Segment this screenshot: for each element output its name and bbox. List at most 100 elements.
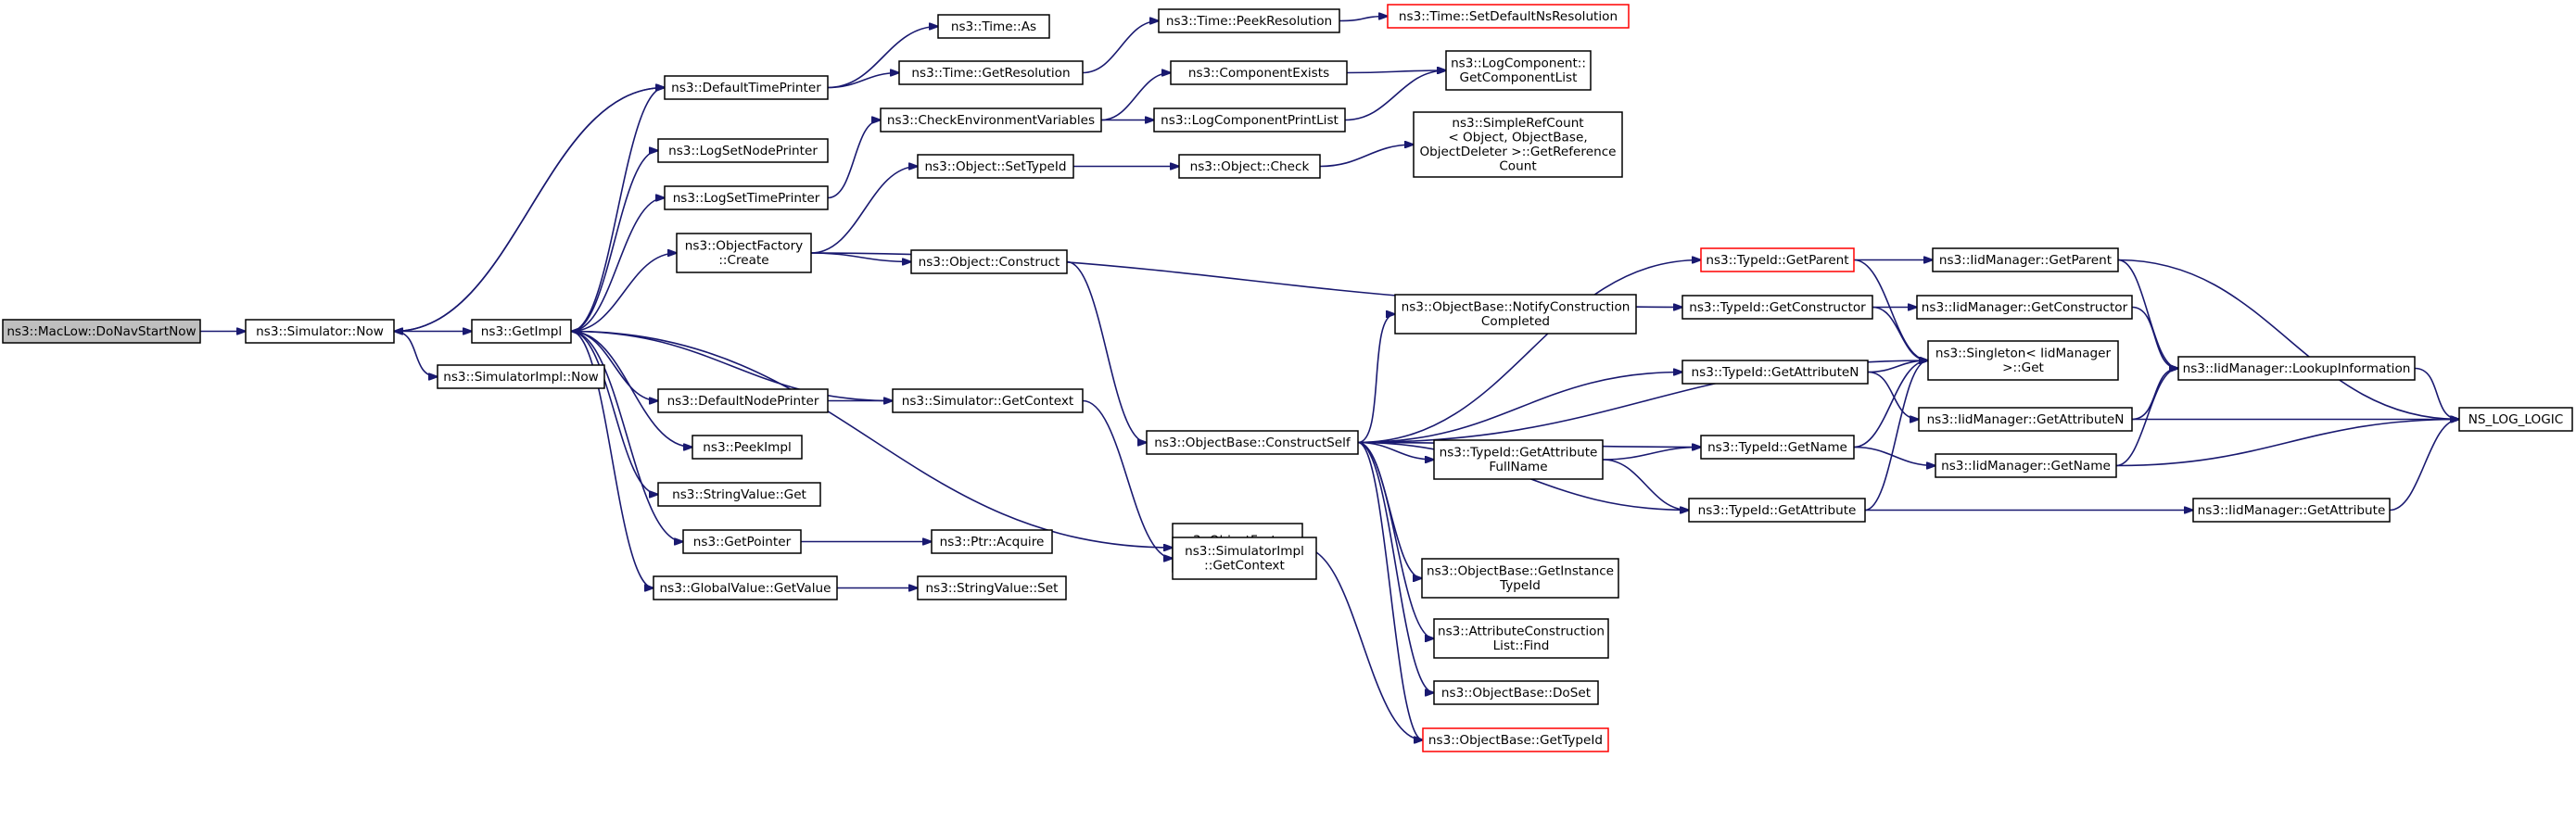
function-node[interactable]: ns3::GetImpl	[471, 319, 572, 344]
function-node-label: ns3::Object::SetTypeId	[924, 159, 1066, 174]
function-node[interactable]: ns3::Simulator::Now	[245, 319, 395, 344]
function-node[interactable]: ns3::Simulator::GetContext	[892, 388, 1084, 413]
function-node[interactable]: ns3::TypeId::GetAttributeN	[1681, 360, 1869, 385]
call-edge-getimpl-to-ofcreate	[570, 253, 677, 333]
function-node[interactable]: ns3::Object::Construct	[910, 249, 1068, 274]
function-node[interactable]: ns3::TypeId::GetParent	[1700, 247, 1855, 272]
function-node[interactable]: ns3::CheckEnvironmentVariables	[880, 107, 1102, 133]
function-node-box	[1935, 453, 2117, 478]
function-node[interactable]: ns3::IidManager::LookupInformation	[2177, 356, 2416, 381]
call-edge-cev-to-compexists	[1100, 73, 1171, 121]
function-node[interactable]: ns3::Time::PeekResolution	[1158, 8, 1340, 33]
function-node[interactable]: ns3::ObjectBase::GetTypeId	[1422, 727, 1609, 752]
function-node-label: ObjectDeleter >::GetReference	[1419, 145, 1616, 159]
function-node[interactable]: ns3::SimulatorImpl::GetContext	[1172, 537, 1317, 580]
function-node[interactable]: ns3::LogComponent::GetComponentList	[1445, 50, 1592, 91]
function-node-label: ns3::ObjectFactory	[685, 239, 803, 254]
function-node[interactable]: NS_LOG_LOGIC	[2458, 407, 2573, 432]
call-edge-iidgetattr-to-nslog	[2389, 420, 2459, 512]
function-node[interactable]: ns3::LogSetNodePrinter	[657, 138, 829, 163]
function-node-box	[471, 319, 572, 344]
function-node-label: ns3::CheckEnvironmentVariables	[887, 113, 1095, 128]
call-edge-iidgetparent-to-nslog	[2117, 259, 2459, 420]
function-node-box	[653, 575, 838, 600]
function-node[interactable]: ns3::ObjectBase::DoSet	[1433, 680, 1599, 705]
function-node[interactable]: ns3::Time::As	[937, 14, 1050, 39]
function-node-box	[1700, 247, 1855, 272]
function-node[interactable]: ns3::GlobalValue::GetValue	[653, 575, 838, 600]
function-node[interactable]: ns3::Object::Check	[1178, 154, 1321, 179]
call-edge-obconstructself-to-obdoset	[1357, 441, 1434, 693]
function-node[interactable]: ns3::IidManager::GetAttribute	[2192, 498, 2391, 523]
call-edge-compexists-to-lcgcl	[1346, 70, 1446, 73]
function-node-box	[2177, 356, 2416, 381]
function-node[interactable]: ns3::Time::GetResolution	[898, 60, 1084, 85]
call-edge-dtp-to-timegetres	[827, 73, 899, 89]
function-node[interactable]: ns3::Singleton< IidManager>::Get	[1927, 340, 2119, 381]
call-edge-getimpl-to-dtp	[570, 88, 665, 333]
function-node-box	[1170, 60, 1348, 85]
function-node[interactable]: ns3::Ptr::Acquire	[931, 529, 1053, 554]
function-node-box	[245, 319, 395, 344]
function-node-box	[1433, 439, 1604, 480]
call-edge-iidgetname-to-iidlookup	[2115, 369, 2178, 467]
function-node[interactable]: ns3::IidManager::GetConstructor	[1916, 295, 2133, 320]
function-node-label: ns3::Time::GetResolution	[911, 66, 1070, 81]
call-edge-obconstructself-to-tidgetattrn	[1357, 373, 1682, 444]
function-node[interactable]: ns3::IidManager::GetParent	[1932, 247, 2119, 272]
function-node[interactable]: ns3::PeekImpl	[692, 435, 803, 460]
function-node-label: ns3::ObjectBase::GetTypeId	[1428, 733, 1603, 748]
function-node[interactable]: ns3::StringValue::Set	[917, 575, 1067, 600]
function-node-box	[1927, 340, 2119, 381]
call-edge-dtp-to-simnow	[394, 86, 666, 332]
function-node-label: ns3::Simulator::GetContext	[902, 394, 1074, 409]
function-node-label: ns3::IidManager::GetAttribute	[2198, 503, 2386, 518]
function-node-label: ns3::TypeId::GetParent	[1706, 253, 1848, 268]
function-node[interactable]: ns3::SimulatorImpl::Now	[437, 364, 605, 389]
function-node[interactable]: ns3::ComponentExists	[1170, 60, 1348, 85]
function-node[interactable]: ns3::LogComponentPrintList	[1153, 107, 1346, 133]
function-node-label: ns3::ObjectBase::NotifyConstruction	[1402, 300, 1631, 315]
function-node-label: ns3::SimulatorImpl::Now	[443, 370, 599, 385]
call-edge-getimpl-to-svget	[570, 330, 658, 495]
function-node-label: ns3::SimulatorImpl	[1185, 544, 1304, 559]
function-node-box	[676, 233, 812, 273]
function-node[interactable]: ns3::IidManager::GetName	[1935, 453, 2117, 478]
function-node[interactable]: ns3::Time::SetDefaultNsResolution	[1387, 4, 1630, 29]
function-node-box	[1394, 294, 1637, 335]
function-node-label: ns3::IidManager::GetName	[1941, 459, 2111, 474]
function-node[interactable]: ns3::TypeId::GetAttribute	[1688, 498, 1866, 523]
function-node[interactable]: ns3::StringValue::Get	[657, 482, 821, 507]
function-node[interactable]: ns3::TypeId::GetConstructor	[1681, 295, 1873, 320]
function-node-label: ns3::DefaultTimePrinter	[671, 81, 821, 95]
call-edge-lcpl-to-lcgcl	[1344, 70, 1446, 121]
function-node-box	[2192, 498, 2391, 523]
function-node-box	[664, 75, 829, 100]
call-edge-tidgetattrfull-to-tidgetname	[1602, 448, 1701, 461]
function-node[interactable]: ns3::ObjectBase::NotifyConstructionCompl…	[1394, 294, 1637, 335]
call-edge-simnow-to-simimplnow	[393, 330, 438, 377]
function-node[interactable]: ns3::ObjectFactory::Create	[676, 233, 812, 273]
function-node-box	[931, 529, 1053, 554]
function-node-box	[1413, 111, 1623, 178]
function-node[interactable]: ns3::GetPointer	[682, 529, 802, 554]
function-node[interactable]: ns3::MacLow::DoNavStartNow	[2, 319, 201, 344]
function-node-label: ns3::DefaultNodePrinter	[667, 394, 819, 409]
function-node[interactable]: ns3::SimpleRefCount< Object, ObjectBase,…	[1413, 111, 1623, 178]
function-node[interactable]: ns3::LogSetTimePrinter	[664, 185, 829, 210]
function-node-label: ns3::LogSetNodePrinter	[668, 144, 818, 158]
function-node[interactable]: ns3::DefaultNodePrinter	[657, 388, 829, 413]
function-node-label: ns3::MacLow::DoNavStartNow	[6, 324, 196, 339]
function-node[interactable]: ns3::ObjectBase::ConstructSelf	[1146, 430, 1359, 455]
function-node-label: ns3::GetPointer	[693, 535, 792, 549]
function-node-box	[657, 138, 829, 163]
function-node[interactable]: ns3::IidManager::GetAttributeN	[1918, 407, 2133, 432]
call-edge-iidgetctor-to-iidlookup	[2131, 306, 2178, 369]
function-node[interactable]: ns3::TypeId::GetName	[1700, 435, 1855, 460]
function-node-box	[692, 435, 803, 460]
function-node[interactable]: ns3::Object::SetTypeId	[917, 154, 1074, 179]
function-node[interactable]: ns3::DefaultTimePrinter	[664, 75, 829, 100]
